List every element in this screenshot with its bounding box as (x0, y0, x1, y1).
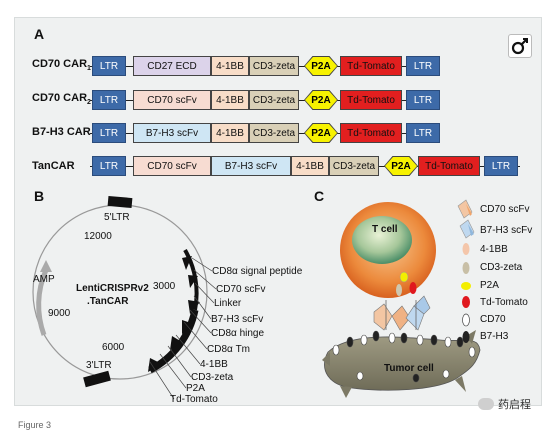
feature-cd3-zeta: CD3-zeta (191, 372, 234, 383)
feature-cd8a-tm: CD8α Tm (207, 344, 251, 355)
plasmid-name-line2: .TanCAR (87, 296, 129, 307)
plasmid-name-line1: LentiCRISPRv2 (76, 283, 149, 294)
t-cell-label: T cell (372, 224, 398, 235)
ltr3-label: 3'LTR (86, 360, 112, 371)
tumor-antigens (332, 330, 476, 383)
app-icon[interactable] (508, 34, 532, 58)
segment-cd3-zeta: CD3-zeta (249, 90, 299, 110)
row-label-b7h3-car: B7-H3 CAR (32, 126, 91, 138)
legend-4-1bb: 4-1BB (480, 244, 508, 255)
segment-4-1bb: 4-1BB (211, 123, 249, 143)
watermark-text: 药启程 (498, 399, 531, 411)
segment-ltr: LTR (92, 123, 126, 143)
row-label-sub: 2 (87, 99, 91, 107)
segment-ltr: LTR (484, 156, 518, 176)
legend-cd70-scfv: CD70 scFv (480, 204, 530, 215)
segment-td-tomato: Td-Tomato (340, 90, 402, 110)
feature-b7h3-scfv: B7-H3 scFv (211, 314, 264, 325)
amp-arrowhead (40, 260, 52, 272)
feature-cd70-scfv: CD70 scFv (216, 284, 266, 295)
legend-b7h3: B7-H3 (480, 331, 509, 342)
segment-ltr: LTR (92, 156, 126, 176)
segment-cd3-zeta: CD3-zeta (329, 156, 379, 176)
segment-ltr: LTR (406, 90, 440, 110)
legend-b7h3-scfv: B7-H3 scFv (480, 225, 533, 236)
segment-p2a: P2A (305, 91, 337, 109)
feature-leader-lines (149, 257, 217, 400)
segment-cd3-zeta: CD3-zeta (249, 56, 299, 76)
segment-4-1bb: 4-1BB (291, 156, 329, 176)
segment-ltr: LTR (92, 90, 126, 110)
segment-b7h3-scfv: B7-H3 scFv (211, 156, 291, 176)
segment-ltr: LTR (406, 123, 440, 143)
feature-arrow-2 (188, 275, 198, 288)
p2a-marker (399, 271, 409, 283)
feature-linker: Linker (214, 298, 242, 309)
row-label-cd70-car2: CD70 CAR2 (32, 92, 91, 106)
segment-p2a: P2A (385, 157, 417, 175)
ltr5-label: 5'LTR (104, 212, 130, 223)
position-9000: 9000 (48, 308, 71, 319)
legend-cd3-zeta: CD3-zeta (480, 262, 523, 273)
row-label-cd70-car1: CD70 CAR1 (32, 58, 91, 72)
amp-label: AMP (33, 274, 55, 285)
watermark: 药启程 (478, 396, 531, 412)
segment-4-1bb: 4-1BB (211, 90, 249, 110)
legend-cd70: CD70 (480, 314, 506, 325)
feature-cd8a-hinge: CD8α hinge (211, 328, 265, 339)
feature-td-tomato: Td-Tomato (170, 394, 218, 405)
position-3000: 3000 (153, 281, 176, 292)
amp-arc (36, 268, 49, 336)
segment-cd70-scfv: CD70 scFv (133, 156, 211, 176)
segment-cd70-scfv: CD70 scFv (133, 90, 211, 110)
feature-arrow-6 (148, 358, 162, 372)
panel-a-letter: A (34, 26, 45, 42)
ltr5-block (107, 195, 133, 209)
segment-cd27-ecd: CD27 ECD (133, 56, 211, 76)
segment-4-1bb: 4-1BB (211, 56, 249, 76)
feature-arrow-5 (170, 336, 182, 350)
tumor-spikes (322, 330, 476, 398)
row-label-text: B7-H3 CAR (32, 126, 91, 138)
t-cell-nucleus (352, 216, 412, 264)
row-label-text: TanCAR (32, 160, 75, 172)
segment-cd3-zeta: CD3-zeta (249, 123, 299, 143)
segment-td-tomato: Td-Tomato (340, 123, 402, 143)
feature-p2a: P2A (186, 383, 205, 394)
panel-b-letter: B (34, 188, 45, 204)
segment-b7h3-scfv: B7-H3 scFv (133, 123, 211, 143)
row-label-text: CD70 CAR (32, 92, 88, 104)
segment-td-tomato: Td-Tomato (418, 156, 480, 176)
feature-cd8a-signal-peptide: CD8α signal peptide (212, 266, 303, 277)
feature-arrow-3 (188, 300, 200, 314)
segment-ltr: LTR (406, 56, 440, 76)
legend-icons (457, 199, 475, 343)
figure-caption: Figure 3 (18, 420, 52, 430)
cd3-zeta-marker (396, 284, 402, 296)
td-tomato-marker (409, 282, 417, 294)
row-label-sub: 1 (87, 65, 91, 73)
segment-ltr: LTR (92, 56, 126, 76)
tumor-cell-shape (324, 336, 481, 391)
segment-td-tomato: Td-Tomato (340, 56, 402, 76)
mars-icon (511, 38, 528, 55)
legend-td-tomato: Td-Tomato (480, 297, 528, 308)
position-12000: 12000 (84, 231, 112, 242)
row-label-tancar: TanCAR (32, 160, 75, 172)
row-label-text: CD70 CAR (32, 58, 88, 70)
wechat-icon (478, 398, 494, 410)
feature-4-1bb: 4-1BB (200, 359, 228, 370)
segment-p2a: P2A (305, 57, 337, 75)
segment-p2a: P2A (305, 124, 337, 142)
position-6000: 6000 (102, 342, 125, 353)
tumor-cell-label: Tumor cell (384, 363, 434, 374)
legend-p2a: P2A (480, 280, 499, 291)
panel-c-letter: C (314, 188, 325, 204)
ltr3-block (83, 370, 111, 388)
car-receptors (373, 295, 431, 331)
feature-arrow-1 (182, 256, 192, 270)
